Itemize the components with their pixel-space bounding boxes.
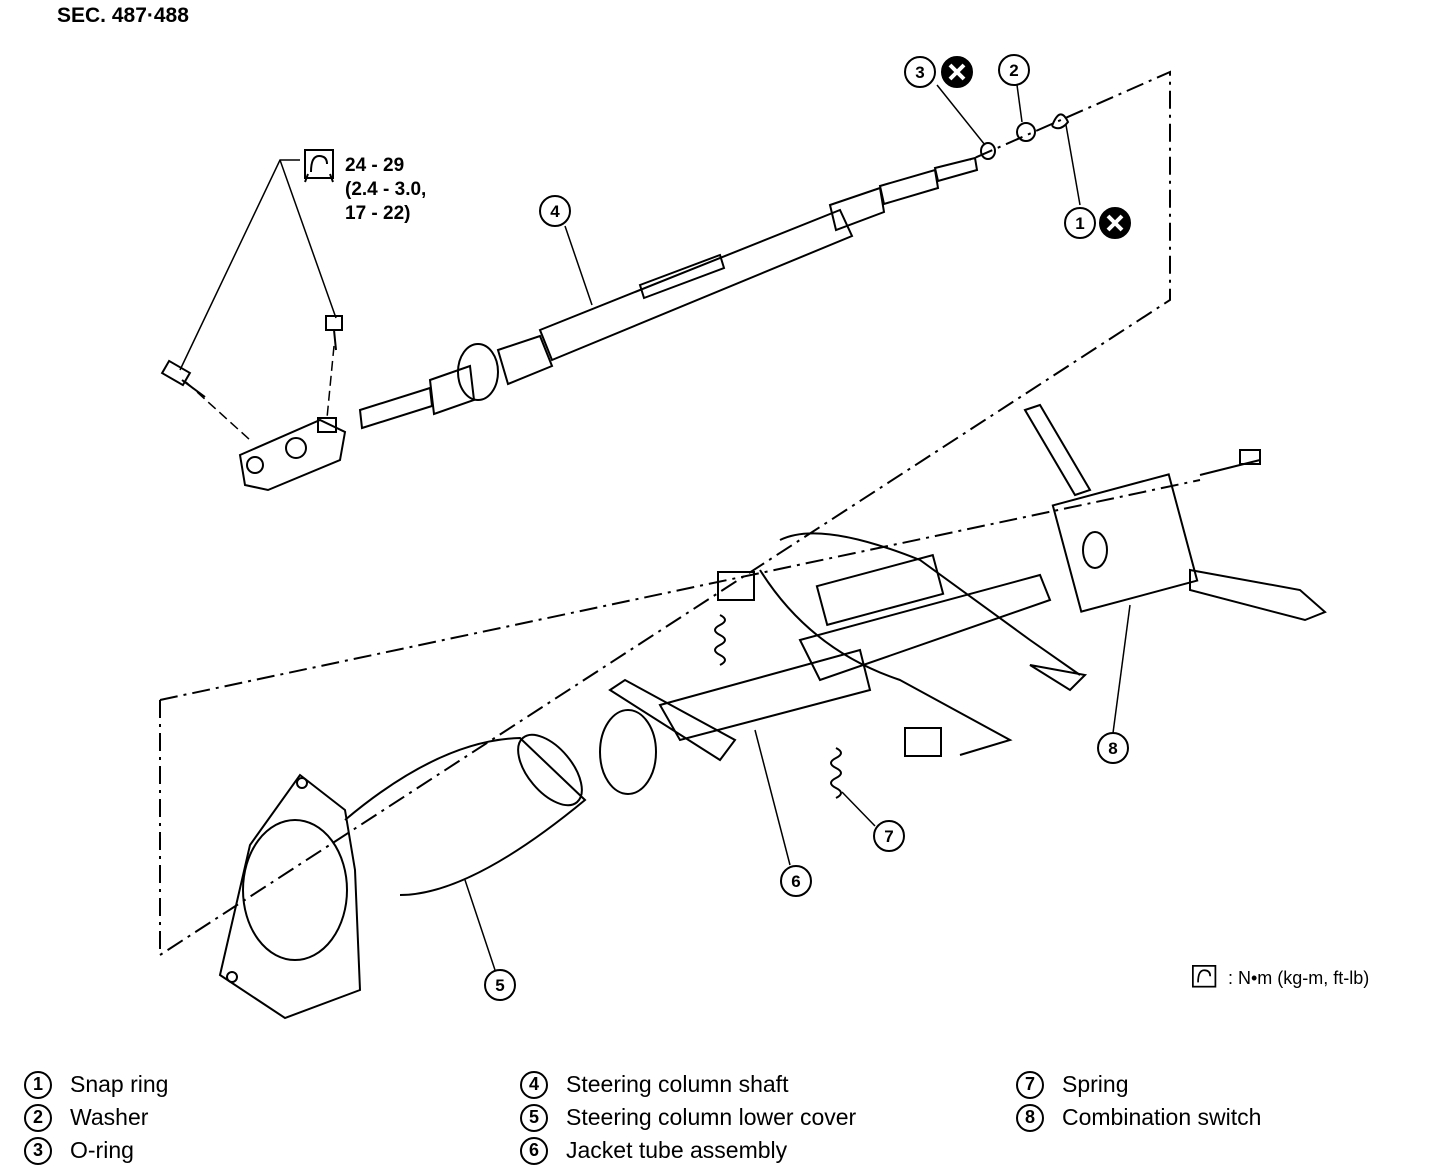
legend-item: 3 O-ring [24,1134,168,1167]
callout-4-ring [539,195,571,227]
washer-drawing [1016,122,1036,142]
legend-label: Washer [70,1104,149,1130]
callout-1: 1 [1075,214,1084,233]
centerline [159,479,1201,701]
snap-ring-drawing [1051,113,1070,130]
legend-number: 3 [24,1136,52,1165]
spring-lower-drawing [830,747,842,799]
legend-column-2: 4 Steering column shaft 5 Steering column … [520,1068,856,1167]
legend-number: 8 [1016,1103,1044,1132]
o-ring-drawing [980,142,996,160]
combination-switch-drawing [1023,403,1327,622]
replace-mark-icon [1099,207,1131,239]
legend-number: 2 [24,1103,52,1132]
callout-8-ring [1097,732,1129,764]
unit-note-text: : N•m (kg-m, ft-lb) [1228,967,1370,988]
callout-5-ring [484,969,516,1001]
torque-value-nm: 24 - 29 [345,155,405,176]
torque-wrench-icon [1192,965,1217,988]
callout-3: 3 [915,63,924,82]
callout-2-ring [998,54,1030,86]
torque-wrench-icon [304,149,334,183]
lower-cover-drawing [218,733,587,1020]
callout-6-ring [780,865,812,897]
legend-number: 7 [1016,1070,1044,1099]
legend-number: 4 [520,1070,548,1099]
callout-4: 4 [550,202,560,221]
assembly-outline [159,70,1171,957]
legend-label: Steering column shaft [566,1071,789,1097]
universal-joint-drawing [160,315,347,492]
torque-value-kgm: (2.4 - 3.0, [345,179,427,200]
callout-5: 5 [495,976,504,995]
callout-3-ring [904,56,936,88]
callout-1-ring [1064,207,1096,239]
callout-7-ring [873,820,905,852]
callout-8: 8 [1108,739,1117,758]
legend-item: 7 Spring [1016,1068,1261,1101]
legend-column-1: 1 Snap ring 2 Washer 3 O-ring [24,1068,168,1167]
legend-item: 8 Combination switch [1016,1101,1261,1134]
legend-label: Steering column lower cover [566,1104,857,1130]
legend-label: O-ring [70,1137,134,1163]
legend-column-3: 7 Spring 8 Combination switch [1016,1068,1261,1134]
torque-spec: 24 - 29 (2.4 - 3.0, 17 - 22) [345,154,426,226]
legend-item: 1 Snap ring [24,1068,168,1101]
legend-label: Spring [1062,1071,1129,1097]
callout-2: 2 [1009,61,1018,80]
callout-7: 7 [884,827,893,846]
jacket-tube-drawing [599,532,1088,795]
legend-number: 5 [520,1103,548,1132]
spring-upper-drawing [714,614,726,666]
legend-label: Combination switch [1062,1104,1262,1130]
legend-item: 2 Washer [24,1101,168,1134]
callout-6: 6 [791,872,800,891]
steering-column-shaft-drawing [358,156,979,430]
legend-number: 6 [520,1136,548,1165]
legend-item: 5 Steering column lower cover [520,1101,856,1134]
legend-item: 6 Jacket tube assembly [520,1134,856,1167]
legend-item: 4 Steering column shaft [520,1068,856,1101]
replace-mark-icon [941,56,973,88]
unit-note: : N•m (kg-m, ft-lb) [1192,965,1369,991]
torque-value-ftlb: 17 - 22) [345,203,411,224]
legend-number: 1 [24,1070,52,1099]
legend-label: Snap ring [70,1071,169,1097]
section-reference: SEC. 487·488 [57,4,189,27]
legend-label: Jacket tube assembly [566,1137,788,1163]
